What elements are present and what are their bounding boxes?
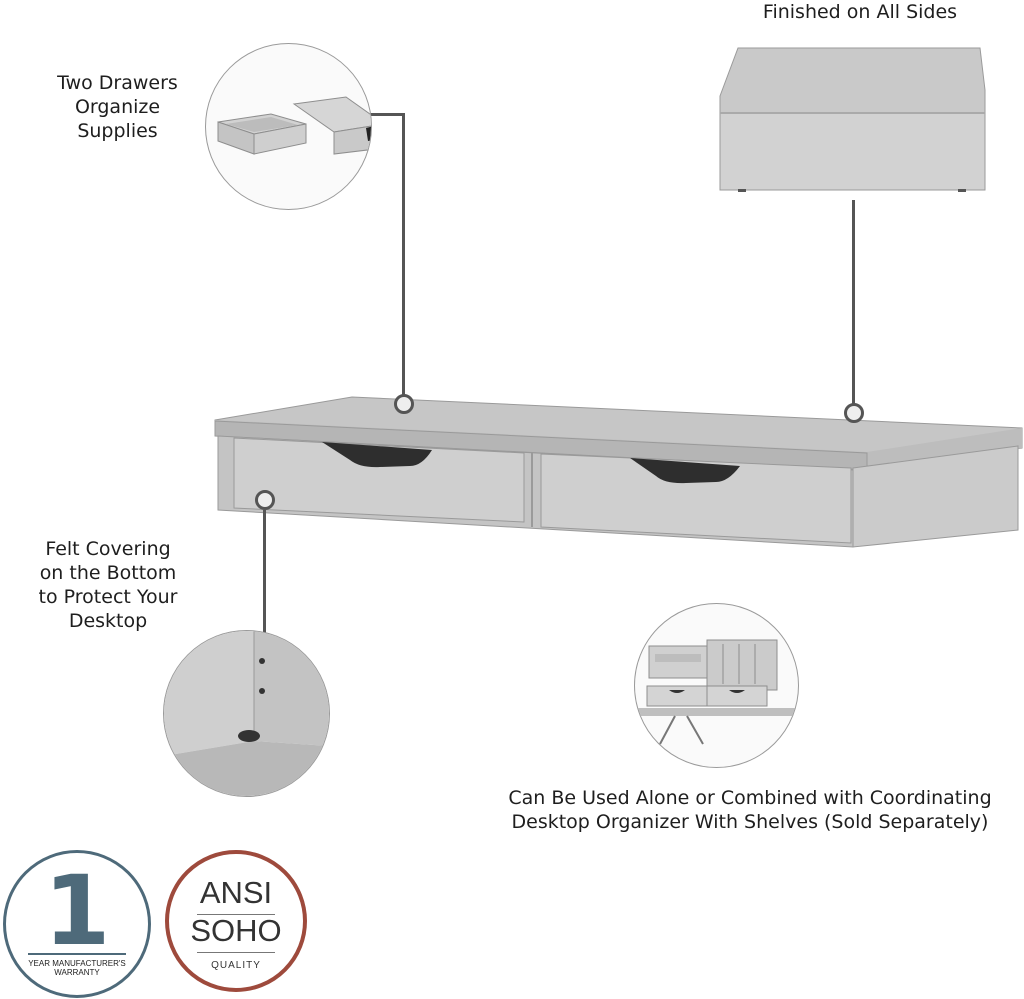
finished-pin [844,403,864,423]
warranty-line1: YEAR MANUFACTURER'S [28,959,126,968]
organizer-detail-circle [634,603,799,768]
soho-divider [197,952,275,953]
drawers-connector-vertical [402,113,405,396]
warranty-line2: WARRANTY [54,968,100,977]
warranty-divider [28,953,126,955]
felt-detail-circle [163,630,330,797]
drawers-detail-circle [205,43,372,210]
ansi-divider [197,914,275,915]
quality-text: QUALITY [211,960,261,971]
warranty-badge: 1 YEAR MANUFACTURER'S WARRANTY [3,850,151,998]
ansi-text: ANSI [199,875,273,910]
warranty-number: 1 [43,855,111,967]
finished-callout-label: Finished on All Sides [762,1,958,23]
drawers-callout-label: Two Drawers Organize Supplies [57,72,178,142]
felt-connector-vertical [263,510,266,635]
ansi-soho-badge: ANSI SOHO QUALITY [165,850,307,992]
soho-text: SOHO [190,913,282,948]
finished-connector-vertical [852,200,855,404]
felt-callout-label: Felt Covering on the Bottom to Protect Y… [38,538,178,632]
felt-pin [255,490,275,510]
combined-callout-label: Can Be Used Alone or Combined with Coord… [508,787,992,833]
drawers-pin [394,394,414,414]
